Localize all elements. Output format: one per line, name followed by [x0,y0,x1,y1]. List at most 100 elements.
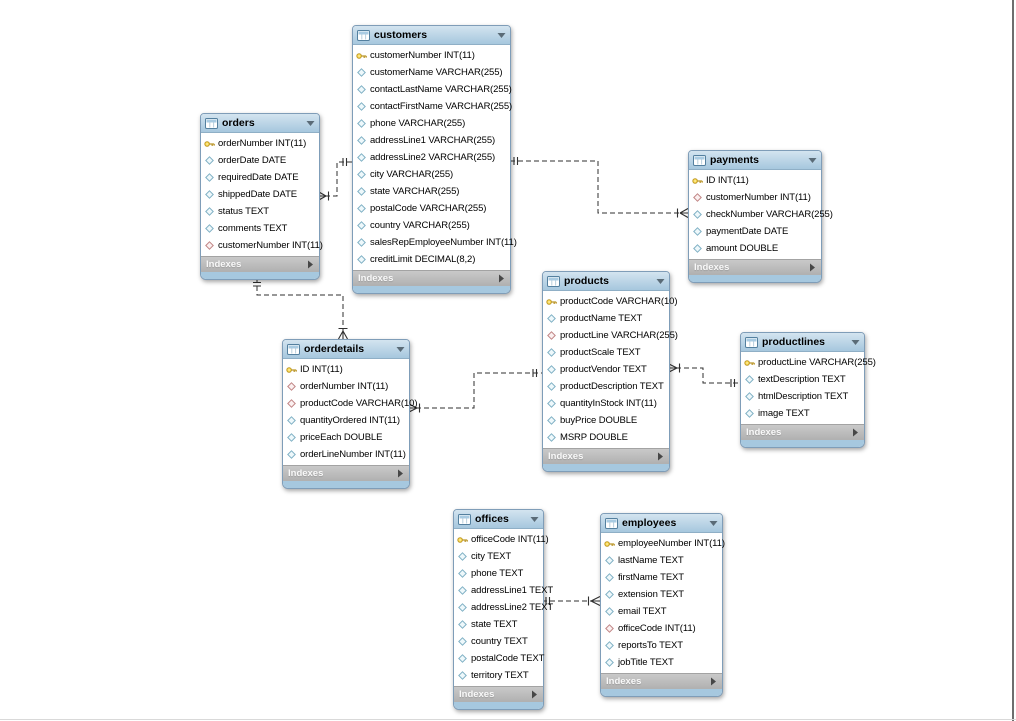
column-row[interactable]: city TEXT [454,548,543,565]
table-payments[interactable]: payments ID INT(11)customerNumber INT(11)… [688,150,833,283]
column-row[interactable]: shippedDate DATE [201,186,319,203]
column-row[interactable]: status TEXT [201,203,319,220]
column-row[interactable]: orderDate DATE [201,152,319,169]
column-row[interactable]: jobTitle TEXT [601,654,722,671]
column-row[interactable]: checkNumber VARCHAR(255) [689,206,833,223]
column-row[interactable]: officeCode INT(11) [601,620,722,637]
indexes-bar[interactable]: Indexes [454,686,543,702]
primary-key-icon [356,51,367,61]
table-productlines[interactable]: productlines productLine VARCHAR(255)text… [740,332,876,448]
table-header[interactable]: products [543,272,669,291]
column-row[interactable]: phone VARCHAR(255) [353,115,510,132]
column-row[interactable]: orderNumber INT(11) [283,378,409,395]
column-row[interactable]: officeCode INT(11) [454,531,549,548]
column-row[interactable]: priceEach DOUBLE [283,429,409,446]
table-header[interactable]: orders [201,114,319,133]
column-row[interactable]: territory TEXT [454,667,543,684]
column-row[interactable]: ID INT(11) [689,172,821,189]
table-orderdetails[interactable]: orderdetails ID INT(11)orderNumber INT(11… [282,339,417,489]
indexes-bar[interactable]: Indexes [543,448,669,464]
column-icon [692,210,703,219]
table-header[interactable]: employees [601,514,722,533]
column-row[interactable]: htmlDescription TEXT [741,388,864,405]
column-row[interactable]: customerNumber INT(11) [201,237,323,254]
column-row[interactable]: state TEXT [454,616,543,633]
column-row[interactable]: firstName TEXT [601,569,722,586]
column-row[interactable]: MSRP DOUBLE [543,429,669,446]
column-row[interactable]: orderNumber INT(11) [201,135,319,152]
column-label: orderDate DATE [218,155,287,166]
table-bottom-strip [741,440,864,447]
column-row[interactable]: creditLimit DECIMAL(8,2) [353,251,510,268]
column-row[interactable]: ID INT(11) [283,361,409,378]
column-row[interactable]: addressLine2 VARCHAR(255) [353,149,510,166]
column-row[interactable]: productScale TEXT [543,344,669,361]
column-row[interactable]: extension TEXT [601,586,722,603]
table-products[interactable]: products productCode VARCHAR(10)productNa… [542,271,678,472]
table-header[interactable]: payments [689,151,821,170]
collapse-arrow-icon[interactable] [530,516,539,523]
column-row[interactable]: state VARCHAR(255) [353,183,510,200]
table-header[interactable]: orderdetails [283,340,409,359]
column-row[interactable]: productCode VARCHAR(10) [283,395,417,412]
column-row[interactable]: postalCode VARCHAR(255) [353,200,510,217]
column-icon [457,637,468,646]
column-row[interactable]: comments TEXT [201,220,319,237]
column-row[interactable]: paymentDate DATE [689,223,821,240]
collapse-arrow-icon[interactable] [497,32,506,39]
collapse-arrow-icon[interactable] [396,346,405,353]
column-row[interactable]: salesRepEmployeeNumber INT(11) [353,234,517,251]
indexes-bar[interactable]: Indexes [283,465,409,481]
table-header[interactable]: offices [454,510,543,529]
indexes-bar[interactable]: Indexes [353,270,510,286]
indexes-bar[interactable]: Indexes [741,424,864,440]
column-row[interactable]: buyPrice DOUBLE [543,412,669,429]
column-row[interactable]: contactFirstName VARCHAR(255) [353,98,512,115]
indexes-bar[interactable]: Indexes [201,256,319,272]
column-row[interactable]: quantityOrdered INT(11) [283,412,409,429]
column-row[interactable]: lastName TEXT [601,552,722,569]
column-row[interactable]: productLine VARCHAR(255) [741,354,876,371]
collapse-arrow-icon[interactable] [306,120,315,127]
column-row[interactable]: productVendor TEXT [543,361,669,378]
column-row[interactable]: image TEXT [741,405,864,422]
column-row[interactable]: orderLineNumber INT(11) [283,446,409,463]
collapse-arrow-icon[interactable] [851,339,860,346]
column-row[interactable]: requiredDate DATE [201,169,319,186]
column-row[interactable]: productName TEXT [543,310,669,327]
column-row[interactable]: customerName VARCHAR(255) [353,64,510,81]
column-row[interactable]: productCode VARCHAR(10) [543,293,677,310]
table-customers[interactable]: customers customerNumber INT(11)customerN… [352,25,517,294]
table-employees[interactable]: employees employeeNumber INT(11)lastName … [600,513,725,697]
column-row[interactable]: amount DOUBLE [689,240,821,257]
column-row[interactable]: quantityInStock INT(11) [543,395,669,412]
table-header[interactable]: productlines [741,333,864,352]
table-orders[interactable]: orders orderNumber INT(11) orderDate DATE r… [200,113,323,280]
collapse-arrow-icon[interactable] [808,157,817,164]
collapse-arrow-icon[interactable] [709,520,718,527]
column-row[interactable]: country VARCHAR(255) [353,217,510,234]
column-label: productLine VARCHAR(255) [560,330,678,341]
column-row[interactable]: productDescription TEXT [543,378,669,395]
column-row[interactable]: contactLastName VARCHAR(255) [353,81,512,98]
indexes-bar[interactable]: Indexes [689,259,821,275]
column-row[interactable]: addressLine1 VARCHAR(255) [353,132,510,149]
column-row[interactable]: textDescription TEXT [741,371,864,388]
column-row[interactable]: addressLine1 TEXT [454,582,553,599]
column-row[interactable]: employeeNumber INT(11) [601,535,725,552]
column-row[interactable]: country TEXT [454,633,543,650]
column-row[interactable]: email TEXT [601,603,722,620]
column-row[interactable]: productLine VARCHAR(255) [543,327,678,344]
column-row[interactable]: reportsTo TEXT [601,637,722,654]
column-row[interactable]: customerNumber INT(11) [689,189,821,206]
column-row[interactable]: city VARCHAR(255) [353,166,510,183]
indexes-bar[interactable]: Indexes [601,673,722,689]
collapse-arrow-icon[interactable] [656,278,665,285]
table-header[interactable]: customers [353,26,510,45]
column-row[interactable]: customerNumber INT(11) [353,47,510,64]
column-row[interactable]: phone TEXT [454,565,543,582]
column-label: buyPrice DOUBLE [560,415,638,426]
column-row[interactable]: addressLine2 TEXT [454,599,553,616]
column-row[interactable]: postalCode TEXT [454,650,544,667]
